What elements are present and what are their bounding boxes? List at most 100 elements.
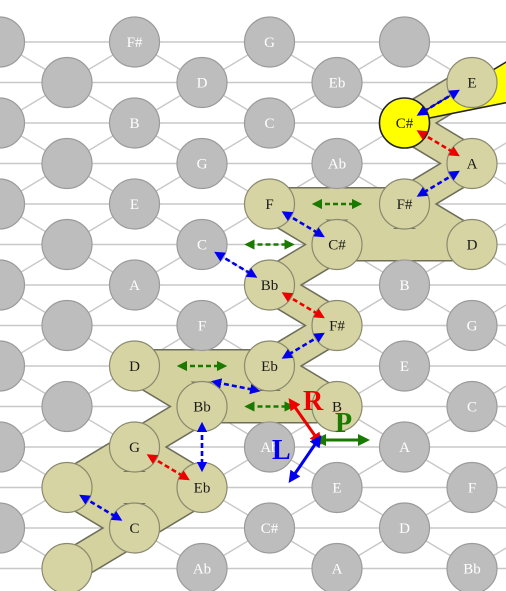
arrow-l [214, 251, 258, 278]
note-circle [41, 137, 93, 190]
arrow-r [281, 292, 325, 319]
note-circle [378, 16, 431, 68]
note-node: E [108, 178, 161, 230]
note-circle [378, 340, 431, 392]
note-label: A [467, 157, 478, 173]
note-node [0, 97, 26, 149]
note-circle [378, 421, 431, 473]
arrow-l [416, 170, 460, 197]
note-node [41, 137, 93, 190]
note-node: Eb [311, 56, 363, 109]
note-node-path: D [108, 340, 161, 392]
note-circle [108, 178, 161, 230]
note-label: A [399, 440, 410, 456]
note-label: F# [329, 319, 345, 335]
note-label: C# [396, 116, 414, 132]
note-node: Ab [311, 137, 363, 190]
note-label: Eb [329, 76, 346, 92]
note-node-highlighted: C# [378, 97, 431, 149]
note-node: D [176, 56, 228, 109]
arrow-l [416, 89, 460, 116]
arrow-l [281, 332, 325, 359]
note-circle [41, 218, 93, 271]
note-node [41, 299, 93, 352]
note-circle [446, 380, 498, 433]
note-label: Eb [261, 359, 278, 375]
note-label: D [129, 359, 140, 375]
note-node-path: D [446, 218, 498, 271]
legend-p-label: P [335, 408, 352, 439]
note-node: C [243, 97, 296, 149]
note-node: F [176, 299, 228, 352]
note-label: Bb [261, 278, 279, 294]
note-node: F [446, 461, 498, 514]
note-label: E [130, 197, 139, 213]
note-circle [41, 542, 93, 591]
note-node: E [311, 461, 363, 514]
note-node: G [243, 16, 296, 68]
note-circle [243, 16, 296, 68]
note-label: D [399, 521, 410, 537]
note-node: G [446, 299, 498, 352]
note-circle [311, 137, 363, 190]
note-label: G [197, 157, 208, 173]
note-circle [41, 461, 93, 514]
note-label: C [129, 521, 139, 537]
arrow-l [211, 378, 261, 395]
note-node [0, 178, 26, 230]
note-node-path [41, 461, 93, 514]
note-label: A [129, 278, 140, 294]
note-label: Bb [463, 562, 481, 578]
arrow-r [416, 130, 460, 157]
note-label: D [467, 238, 478, 254]
note-circle [41, 56, 93, 109]
note-node-path: G [108, 421, 161, 473]
note-label: E [332, 481, 341, 497]
note-node: C [446, 380, 498, 433]
arrow-l [79, 494, 123, 521]
note-node: F# [108, 16, 161, 68]
note-circle [243, 97, 296, 149]
note-node [378, 16, 431, 68]
note-circle [243, 502, 296, 554]
note-circle [0, 502, 26, 554]
note-node [41, 380, 93, 433]
note-node [0, 421, 26, 473]
note-circle [311, 56, 363, 109]
legend-l-arrow [288, 435, 322, 483]
note-label: A [332, 562, 343, 578]
note-node: C [176, 218, 228, 271]
note-node: A [378, 421, 431, 473]
note-circle [108, 16, 161, 68]
note-node [0, 259, 26, 311]
note-label: B [399, 278, 409, 294]
note-circle [446, 218, 498, 271]
note-circle [176, 137, 228, 190]
note-label: G [467, 319, 478, 335]
note-circle [446, 299, 498, 352]
note-circle [311, 542, 363, 591]
note-node-path: Eb [176, 461, 228, 514]
note-node: B [378, 259, 431, 311]
note-node: A [311, 542, 363, 591]
note-label: Ab [328, 157, 346, 173]
note-node: A [108, 259, 161, 311]
note-label: F# [127, 35, 143, 51]
note-node-path: C# [311, 218, 363, 271]
note-node-path: Bb [243, 259, 296, 311]
note-label: E [467, 76, 476, 92]
note-circle [378, 502, 431, 554]
arrow-r [146, 454, 190, 481]
note-circle [176, 56, 228, 109]
note-circle [0, 259, 26, 311]
note-node: C# [243, 502, 296, 554]
note-node: Ab [243, 421, 296, 473]
note-label: B [129, 116, 139, 132]
note-label: Eb [194, 481, 211, 497]
note-node [0, 340, 26, 392]
legend-r-label: R [303, 386, 324, 417]
legend-l-label: L [272, 435, 291, 466]
arrow-l [281, 211, 325, 238]
